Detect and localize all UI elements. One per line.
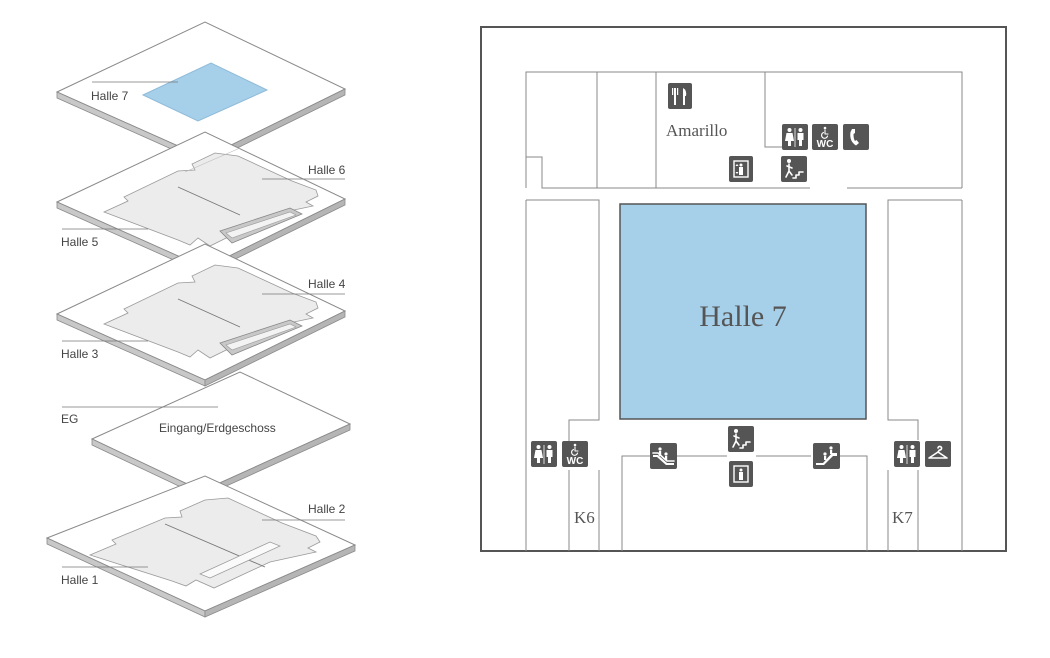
wheelchair-wc-icon: WC [562, 441, 588, 467]
label-eg: EG [61, 412, 78, 426]
escalator-icon [650, 443, 677, 469]
k6-label: K6 [574, 508, 595, 527]
floor-eingang[interactable]: EG Eingang/Erdgeschoss [61, 371, 352, 498]
label-halle-3: Halle 3 [61, 347, 99, 361]
label-halle-2: Halle 2 [308, 502, 346, 516]
label-halle-5: Halle 5 [61, 235, 99, 249]
wheelchair-wc-icon: WC [812, 124, 838, 150]
halle-7-highlight [141, 62, 269, 122]
stairs-icon [728, 426, 754, 452]
k7-label: K7 [892, 508, 913, 527]
toilets-icon [782, 124, 808, 150]
restaurant-label: Amarillo [666, 121, 727, 140]
stairs-icon [781, 156, 807, 182]
floor-stack: Halle 7 Halle 6 Halle 5 Halle 4 Halle 3 [45, 21, 357, 618]
label-halle-4: Halle 4 [308, 277, 346, 291]
toilets-icon [531, 441, 557, 467]
floor-halle-1-2[interactable]: Halle 2 Halle 1 [45, 475, 357, 618]
floor-halle-3-4[interactable]: Halle 4 Halle 3 [55, 243, 347, 387]
floor-halle-7[interactable]: Halle 7 [55, 21, 347, 165]
label-halle-7: Halle 7 [91, 89, 129, 103]
elevator-icon [729, 461, 753, 487]
restaurant-icon [668, 83, 692, 109]
escalator-icon [813, 443, 840, 469]
label-halle-1: Halle 1 [61, 573, 99, 587]
label-eingang: Eingang/Erdgeschoss [159, 421, 276, 435]
phone-icon [843, 124, 869, 150]
wc-text: WC [817, 139, 834, 150]
wc-text: WC [567, 456, 584, 467]
toilets-icon [894, 441, 920, 467]
cloakroom-icon [925, 441, 951, 467]
label-halle-6: Halle 6 [308, 163, 346, 177]
elevator-icon [729, 156, 753, 182]
floor-halle-5-6[interactable]: Halle 6 Halle 5 [55, 131, 347, 275]
halle-7-area[interactable] [619, 203, 867, 420]
